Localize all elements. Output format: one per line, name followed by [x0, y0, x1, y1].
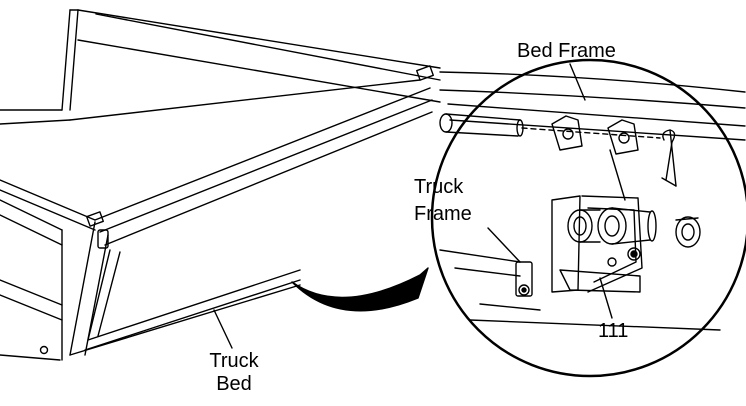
leader-truck-bed [213, 309, 233, 349]
leader-bracket [609, 149, 626, 201]
label-truck-bed: Truck Bed [204, 350, 264, 396]
magnified-detail [439, 71, 746, 331]
label-bed-frame: Bed Frame [517, 40, 616, 62]
frame-bracket [551, 195, 643, 293]
label-truck-bed-line2: Bed [216, 373, 252, 395]
truck-bed-body [0, 9, 441, 361]
leader-part-111 [599, 277, 613, 319]
callout-arrow [291, 267, 429, 312]
label-truck-bed-line1: Truck [209, 350, 259, 372]
bushings [567, 207, 701, 248]
label-truck-frame-line2: Frame [414, 203, 472, 225]
label-truck-frame-line1: Truck [414, 176, 464, 198]
label-truck-frame: Truck Frame [414, 176, 472, 226]
leader-truck-frame [487, 227, 521, 263]
magnifier-circle [430, 58, 746, 378]
leader-bed-frame [569, 63, 586, 101]
hairpin-clip [661, 129, 677, 187]
label-part-number: 111 [598, 320, 629, 342]
